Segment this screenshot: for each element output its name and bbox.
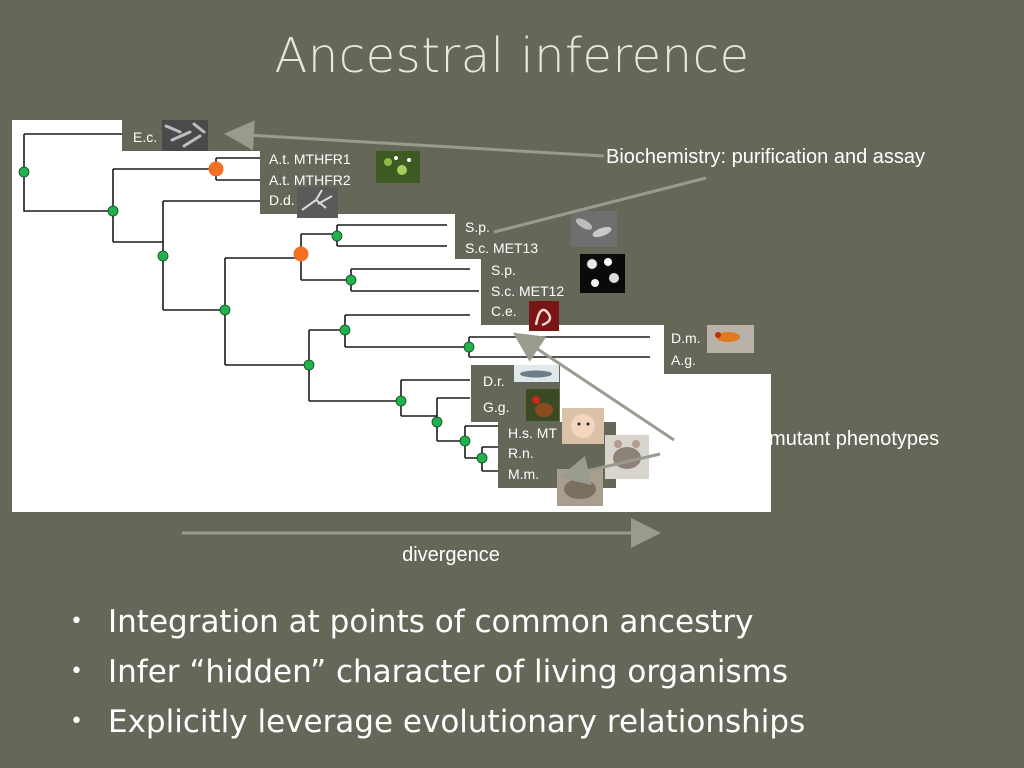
node (459, 435, 471, 447)
taxon-label: A.t. MTHFR2 (269, 172, 351, 188)
taxon-label: S.p. (465, 219, 490, 235)
nematode-worm-image (529, 301, 559, 331)
node (18, 166, 30, 178)
bullet-text: Integration at points of common ancestry (108, 604, 754, 640)
bullet-item: •Integration at points of common ancestr… (70, 604, 754, 640)
biochemistry-pointer (493, 176, 707, 234)
mouse-image (557, 469, 603, 506)
tree-nodes (18, 166, 488, 464)
genetics-arrow (513, 332, 675, 442)
bullet-text: Explicitly leverage evolutionary relatio… (108, 704, 806, 740)
biochemistry-callout: Biochemistry: purification and assay (606, 146, 925, 168)
taxon-label: S.c. MET13 (465, 240, 538, 256)
zebrafish-image (514, 365, 559, 382)
ancestral-nodes (208, 161, 309, 262)
dictyostelium-micrograph-image (297, 187, 338, 218)
node (331, 230, 343, 242)
node (219, 304, 231, 316)
node (431, 416, 443, 428)
node (395, 395, 407, 407)
arabidopsis-plant-image (376, 151, 420, 183)
bullet-item: •Infer “hidden” character of living orga… (70, 654, 788, 690)
callout-arrows (182, 120, 707, 548)
bacteria-micrograph-image (162, 120, 208, 151)
taxon-label: R.n. (508, 445, 534, 461)
taxon-label: G.g. (483, 399, 509, 415)
biochemistry-arrow (224, 120, 605, 158)
taxon-label: D.r. (483, 373, 505, 389)
node (345, 274, 357, 286)
bullet-list: •Integration at points of common ancestr… (70, 597, 805, 747)
rat-image (605, 435, 649, 479)
taxon-labels: E.c. A.t. MTHFR1 A.t. MTHFR2 D.d. S.p. S… (133, 129, 701, 482)
slide-title: Ancestral inference (274, 28, 750, 84)
taxon-label: A.g. (671, 352, 696, 368)
taxon-label: M.m. (508, 466, 539, 482)
divergence-label: divergence (402, 544, 500, 566)
taxon-label: E.c. (133, 129, 157, 145)
taxon-label: S.c. MET12 (491, 283, 564, 299)
node (157, 250, 169, 262)
chicken-image (526, 389, 559, 421)
node (339, 324, 351, 336)
taxon-label: D.d. (269, 192, 295, 208)
taxon-label: S.p. (491, 262, 516, 278)
bullet-text: Infer “hidden” character of living organ… (108, 654, 788, 690)
node (463, 341, 475, 353)
genetics-pointer (559, 452, 661, 486)
node (303, 359, 315, 371)
yeast-cells-image (580, 254, 625, 293)
node (476, 452, 488, 464)
taxon-label: C.e. (491, 303, 517, 319)
ancestral-node (208, 161, 224, 177)
node (107, 205, 119, 217)
bullet-item: •Explicitly leverage evolutionary relati… (70, 704, 806, 740)
genetics-callout: Genetics: mutant phenotypes (679, 428, 939, 450)
fruit-fly-image (707, 325, 754, 353)
human-baby-image (562, 408, 604, 444)
yeast-micrograph-image (571, 211, 617, 247)
taxon-label: D.m. (671, 330, 701, 346)
ancestral-node (293, 246, 309, 262)
taxon-label: A.t. MTHFR1 (269, 151, 351, 167)
taxon-label: H.s. MT (508, 425, 557, 441)
organism-thumbnails (162, 120, 754, 506)
